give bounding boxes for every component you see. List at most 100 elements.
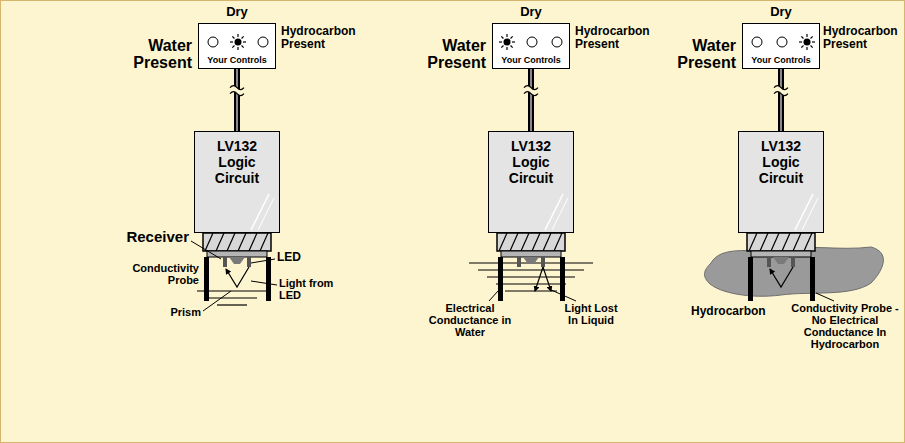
gloss-stroke [795,194,813,230]
light-ray [770,267,793,287]
indicator-ray [801,36,803,38]
thread-stroke [760,233,768,251]
leader-line [251,259,275,263]
liquid-surface [496,283,566,284]
unlit-indicator [258,37,268,47]
indicator-label: Water Present [664,37,736,72]
leader-line [816,293,834,301]
thread-stroke [249,233,257,251]
thread-stroke [804,233,812,251]
cable-core [236,69,238,131]
indicator-ray [811,46,813,48]
thread-stroke [782,233,790,251]
conductivity-probe [204,257,209,301]
threaded-fitting [747,233,815,251]
receiver-rod [223,257,227,267]
threaded-fitting [203,233,271,251]
panel-caption: Your Controls [751,56,810,66]
conductivity-probe [498,257,503,301]
sensor-face [501,251,561,257]
indicator-ray [512,41,515,42]
indicator-ray [506,47,507,50]
indicator-ray [506,34,507,37]
lit-indicator [504,39,511,46]
prism [773,257,789,264]
unlit-indicator [527,37,537,47]
indicator-ray [242,46,244,48]
indicator-ray [499,41,502,42]
hydrocarbon-puddle [705,247,884,296]
led-rod [791,257,795,267]
indicator-ray [511,46,513,48]
indicator-ray [243,41,246,42]
led-rod [541,257,545,267]
cable-break-edge [230,92,244,96]
callout-note: Electrical Conductance in Water [426,303,514,339]
light-ray [535,267,543,291]
unlit-indicator [552,37,562,47]
thread-stroke [499,233,507,251]
logic-circuit-housing: LV132 Logic Circuit [194,131,280,233]
cable-break [774,86,788,96]
control-panel: Your Controls [742,23,820,69]
unlit-indicator [752,37,762,47]
sensor-face [751,251,811,257]
indicator-ray [237,47,238,50]
indicator-label: Hydrocarbon Present [575,25,653,51]
housing-title: LV132 Logic Circuit [493,138,569,186]
cable-break [524,86,538,96]
light-ray [543,267,551,291]
cable-break [230,86,244,96]
cable-core [780,69,782,131]
liquid-surface [478,269,584,270]
indicator-ray [812,41,815,42]
indicator-ray [242,36,244,38]
prism [229,257,245,264]
indicator-ray [511,36,513,38]
indicator-label: Water Present [414,37,486,72]
unlit-indicator [208,37,218,47]
callout-note: Conductivity Probe - No Electrical Condu… [789,303,901,351]
thread-stroke [532,233,540,251]
indicator-ray [801,46,803,48]
gloss-stroke [258,198,274,230]
leader-line [549,289,576,301]
housing-title: LV132 Logic Circuit [743,138,819,186]
indicator-ray [237,34,238,37]
liquid-surface [197,290,267,291]
indicator-ray [501,36,503,38]
conductivity-probe [266,257,271,301]
indicator-label: Dry [511,5,551,19]
indicator-label: Hydrocarbon Present [823,25,901,51]
conductivity-probe [748,257,753,301]
thread-stroke [793,233,801,251]
indicator-ray [230,41,233,42]
cable-break-edge [524,92,538,96]
gloss-stroke [545,194,563,230]
part-label: Light from LED [279,278,341,302]
cable-break-edge [230,86,244,90]
liquid-surface [207,297,257,298]
thread-stroke [554,233,562,251]
thread-stroke [205,233,213,251]
leader-line [251,281,277,285]
cable-core [530,69,532,131]
indicator-label: Hydrocarbon Present [281,25,359,51]
panel-caption: Your Controls [207,56,266,66]
thread-stroke [260,233,268,251]
signal-cable [234,69,240,131]
leader-line [203,291,231,311]
indicator-ray [806,34,807,37]
thread-stroke [749,233,757,251]
gloss-stroke [552,198,568,230]
part-label: Hydrocarbon [691,305,781,318]
part-label: LED [277,251,317,264]
liquid-surface [217,304,247,305]
part-label: Conductivity Probe [113,263,199,287]
lit-indicator [804,39,811,46]
thread-stroke [238,233,246,251]
thread-stroke [227,233,235,251]
unlit-indicator [777,37,787,47]
callout-note: Light Lost In Liquid [559,303,623,327]
